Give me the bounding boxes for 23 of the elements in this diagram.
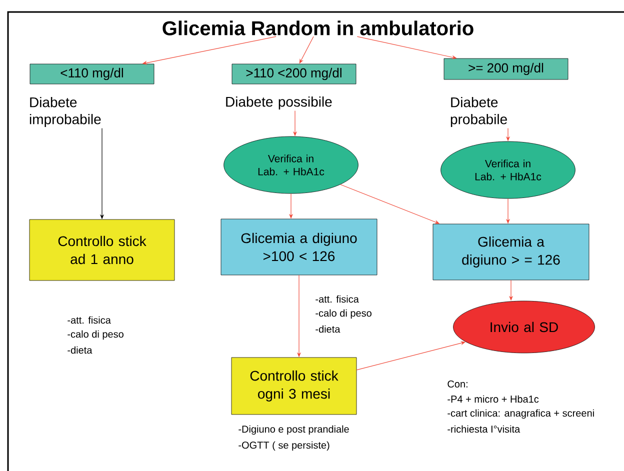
- range-box: >= 200 mg/dl: [444, 58, 568, 80]
- result-box: Glicemia a digiuno > = 126: [432, 224, 590, 280]
- range-box: <110 mg/dl: [30, 64, 154, 84]
- note-text: -att. fisica: [316, 295, 359, 303]
- outcome-text: Diabete possibile: [226, 96, 332, 110]
- note-text: -dieta: [316, 325, 340, 333]
- outcome-text: Diabete improbabile: [30, 96, 101, 128]
- monitoring-box: Controllo stick ad 1 anno: [29, 219, 175, 281]
- outcome-text: Diabete probabile: [450, 96, 507, 128]
- result-box: Glicemia a digiuno >100 < 126: [220, 218, 378, 276]
- range-box: >110 <200 mg/dl: [232, 64, 356, 84]
- note-text: -Digiuno e post prandiale: [238, 425, 349, 435]
- note-text: -cart clinica: anagrafica + screeni: [448, 409, 594, 419]
- note-text: -att. fisica: [68, 316, 111, 324]
- title-text: Glicemia Random in ambulatorio: [162, 20, 474, 36]
- note-text: -calo di peso: [68, 330, 124, 340]
- note-text: -calo di peso: [316, 309, 372, 319]
- note-text: -dieta: [68, 346, 92, 354]
- note-text: Con:: [448, 380, 468, 388]
- note-text: -richiesta I°visita: [448, 425, 520, 433]
- note-text: -P4 + micro + Hba1c: [448, 395, 539, 403]
- monitoring-box: Controllo stick ogni 3 mesi: [231, 357, 357, 415]
- note-text: -OGTT ( se persiste): [238, 441, 330, 451]
